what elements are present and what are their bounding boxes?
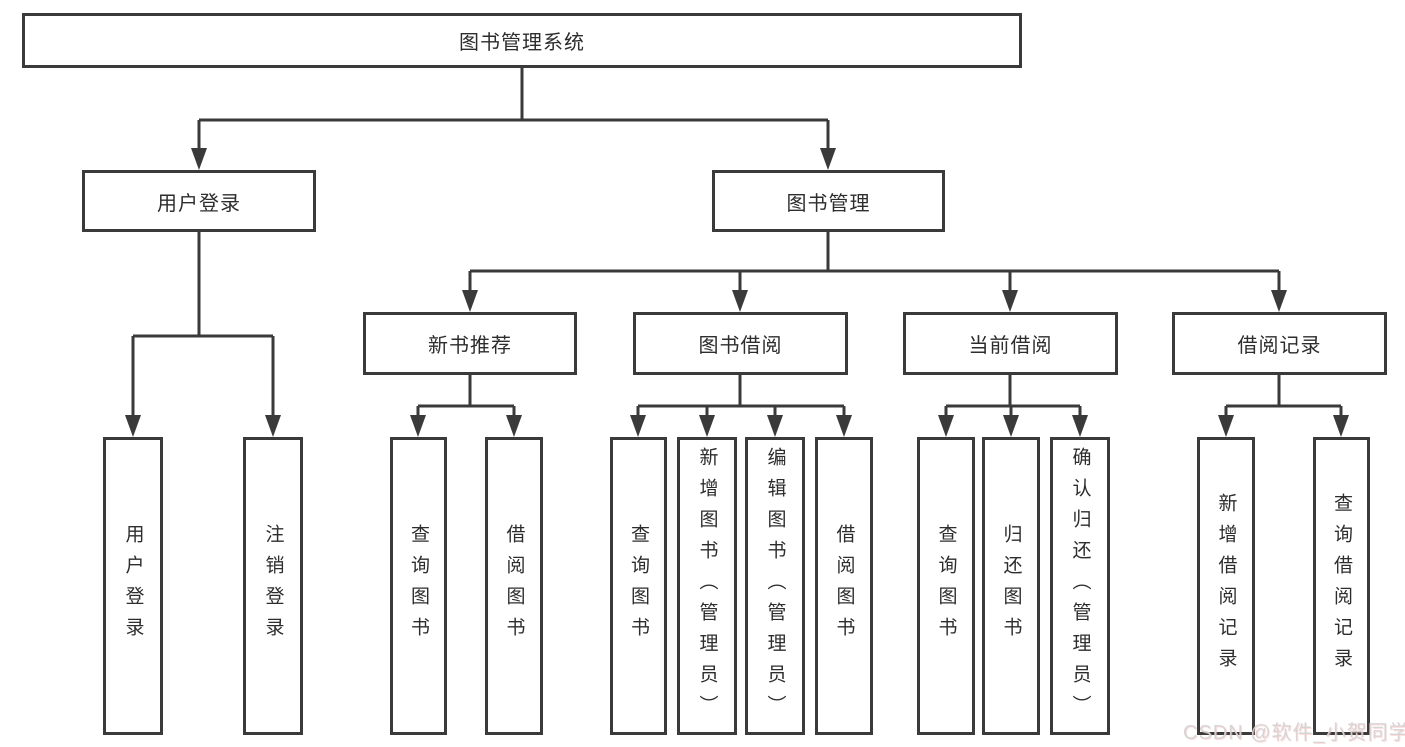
leaf-label: 借阅图书 bbox=[833, 524, 855, 648]
node-new-book-recommend: 新书推荐 bbox=[363, 312, 577, 375]
leaf-borrow-books-recommend: 借阅图书 bbox=[485, 437, 543, 735]
node-label: 图书管理 bbox=[786, 192, 871, 215]
leaf-borrow-books: 借阅图书 bbox=[815, 437, 873, 735]
node-book-management: 图书管理 bbox=[712, 170, 945, 232]
leaf-query-books-current: 查询图书 bbox=[917, 437, 975, 735]
leaf-label: 新增借阅记录 bbox=[1215, 493, 1237, 679]
leaf-label: 用户登录 bbox=[122, 524, 144, 648]
leaf-query-books-borrowing: 查询图书 bbox=[610, 437, 667, 735]
leaf-confirm-return-admin: 确认归还（管理员） bbox=[1050, 437, 1110, 735]
leaf-add-borrow-record: 新增借阅记录 bbox=[1197, 437, 1255, 735]
node-label: 新书推荐 bbox=[428, 335, 512, 357]
node-label: 借阅记录 bbox=[1237, 335, 1322, 357]
node-label: 当前借阅 bbox=[968, 335, 1053, 357]
leaf-query-borrow-record: 查询借阅记录 bbox=[1313, 437, 1370, 735]
leaf-query-books-recommend: 查询图书 bbox=[390, 437, 447, 735]
node-label: 图书管理系统 bbox=[459, 32, 585, 54]
leaf-user-login: 用户登录 bbox=[103, 437, 163, 735]
watermark: CSDN @软件_小贺同学 bbox=[1183, 722, 1405, 744]
leaf-return-books: 归还图书 bbox=[982, 437, 1040, 735]
node-label: 用户登录 bbox=[157, 192, 241, 215]
leaf-logout: 注销登录 bbox=[243, 437, 303, 735]
node-label: 图书借阅 bbox=[698, 335, 783, 357]
leaf-label: 查询图书 bbox=[408, 524, 429, 648]
leaf-add-books-admin: 新增图书（管理员） bbox=[677, 437, 737, 735]
node-borrowing-records: 借阅记录 bbox=[1172, 312, 1387, 375]
node-current-borrowing: 当前借阅 bbox=[903, 312, 1118, 375]
leaf-label: 新增图书（管理员） bbox=[696, 446, 718, 726]
node-library-system: 图书管理系统 bbox=[22, 13, 1022, 68]
node-user-login: 用户登录 bbox=[82, 170, 316, 232]
leaf-label: 查询借阅记录 bbox=[1331, 493, 1352, 679]
leaf-label: 归还图书 bbox=[1000, 524, 1022, 648]
leaf-label: 查询图书 bbox=[935, 524, 957, 648]
leaf-label: 借阅图书 bbox=[503, 524, 525, 648]
node-book-borrowing: 图书借阅 bbox=[633, 312, 848, 375]
leaf-edit-books-admin: 编辑图书（管理员） bbox=[745, 437, 805, 735]
leaf-label: 查询图书 bbox=[628, 524, 649, 648]
leaf-label: 注销登录 bbox=[262, 524, 284, 648]
leaf-label: 确认归还（管理员） bbox=[1069, 446, 1091, 726]
leaf-label: 编辑图书（管理员） bbox=[764, 446, 786, 726]
